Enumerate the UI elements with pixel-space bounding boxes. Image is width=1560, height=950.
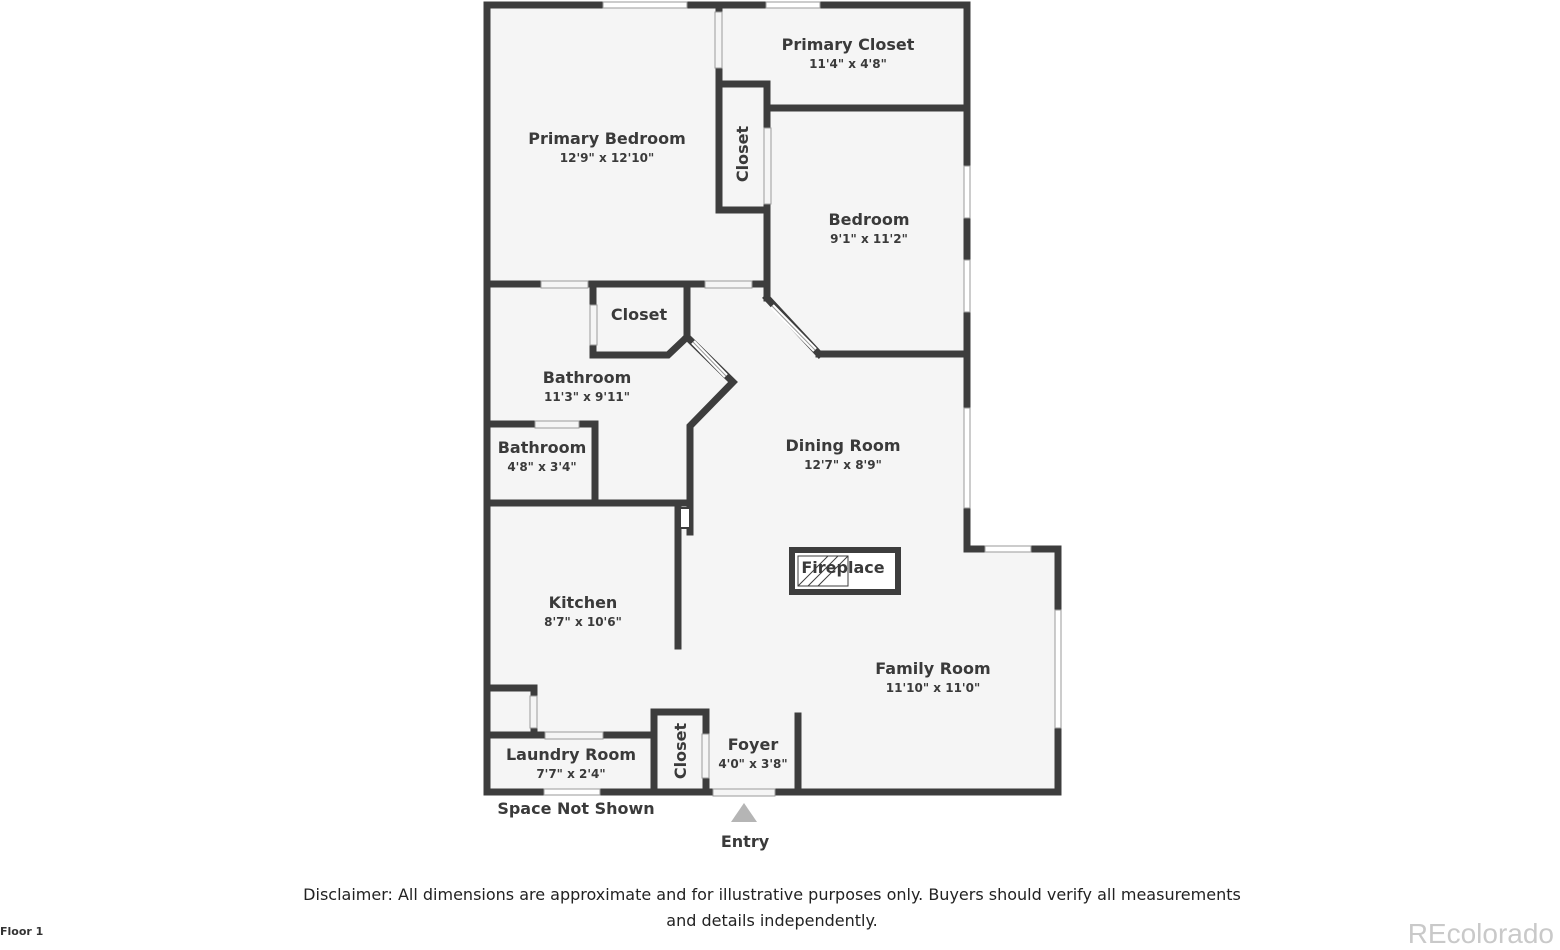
- window-laundry-bottom: [543, 788, 601, 796]
- pillar: [679, 507, 691, 529]
- doors: [529, 11, 776, 797]
- room-labels: Primary Bedroom 12'9" x 12'10" Primary C…: [497, 35, 990, 851]
- laundry-room-name: Laundry Room: [506, 745, 636, 764]
- door-primary-bed-closet: [714, 11, 723, 69]
- door-primary-bed-bath: [540, 280, 589, 289]
- door-entry: [712, 788, 776, 797]
- dining-room-name: Dining Room: [785, 436, 900, 455]
- door-bath-closet: [589, 304, 598, 346]
- door-laundry: [544, 731, 604, 740]
- closet-vertical-top-name: Closet: [733, 126, 752, 183]
- bathroom-small-name: Bathroom: [498, 438, 587, 457]
- floor-label: Floor 1: [0, 925, 44, 938]
- primary-closet-name: Primary Closet: [782, 35, 915, 54]
- laundry-room-dim: 7'7" x 2'4": [536, 767, 605, 781]
- primary-bedroom-name: Primary Bedroom: [528, 129, 686, 148]
- fireplace-name: Fireplace: [801, 558, 884, 577]
- entry-label: Entry: [721, 832, 770, 851]
- kitchen-name: Kitchen: [549, 593, 618, 612]
- main-floor-area: [487, 5, 1058, 792]
- door-vertical-closet: [763, 127, 772, 205]
- disclaimer-line-2: and details independently.: [666, 911, 878, 930]
- dining-room-dim: 12'7" x 8'9": [804, 458, 882, 472]
- door-bath-diagonal-edge: [692, 341, 727, 377]
- floor-fill: [487, 5, 1058, 792]
- closet-foyer-name: Closet: [671, 723, 690, 780]
- bathroom-small-dim: 4'8" x 3'4": [507, 460, 576, 474]
- space-not-shown-label: Space Not Shown: [497, 799, 654, 818]
- window-family-right: [1054, 609, 1062, 729]
- foyer-name: Foyer: [728, 735, 779, 754]
- window-bedroom-right-2: [963, 259, 971, 313]
- exterior-wall: [483, 1, 1062, 796]
- bathroom-large-dim: 11'3" x 9'11": [544, 390, 630, 404]
- windows: [543, 1, 1062, 796]
- window-bedroom-right-1: [963, 165, 971, 219]
- door-small-bath: [534, 420, 580, 429]
- family-room-name: Family Room: [875, 659, 990, 678]
- disclaimer-line-1: Disclaimer: All dimensions are approxima…: [303, 885, 1241, 904]
- window-dining-right: [963, 407, 971, 509]
- window-primary-bedroom-top: [602, 1, 688, 9]
- disclaimer: Disclaimer: All dimensions are approxima…: [250, 882, 1294, 934]
- closet-bath-name: Closet: [611, 305, 668, 324]
- door-bedroom-diagonal-edge: [771, 305, 816, 351]
- bathroom-large-name: Bathroom: [543, 368, 632, 387]
- bedroom-dim: 9'1" x 11'2": [830, 232, 908, 246]
- primary-closet-dim: 11'4" x 4'8": [809, 57, 887, 71]
- fireplace-hatch: [797, 555, 849, 587]
- fireplace-hatch-line: [817, 555, 849, 587]
- bedroom-name: Bedroom: [828, 210, 909, 229]
- family-room-dim: 11'10" x 11'0": [886, 681, 980, 695]
- kitchen-dim: 8'7" x 10'6": [544, 615, 622, 629]
- door-foyer-closet: [701, 733, 710, 779]
- window-primary-closet-top: [765, 1, 821, 9]
- door-kitchen-nook: [529, 695, 538, 729]
- triangle-up-icon: [731, 803, 757, 822]
- watermark-logo: REcolorado: [1407, 918, 1554, 949]
- window-family-top: [984, 545, 1032, 553]
- fireplace-block: [789, 547, 901, 595]
- fireplace-hatch-line: [797, 555, 829, 587]
- wall-small-bathroom: [483, 420, 599, 502]
- fireplace-hatch-line: [807, 555, 839, 587]
- foyer-dim: 4'0" x 3'8": [718, 757, 787, 771]
- door-primary-bed-hall: [704, 280, 753, 289]
- primary-bedroom-dim: 12'9" x 12'10": [560, 151, 654, 165]
